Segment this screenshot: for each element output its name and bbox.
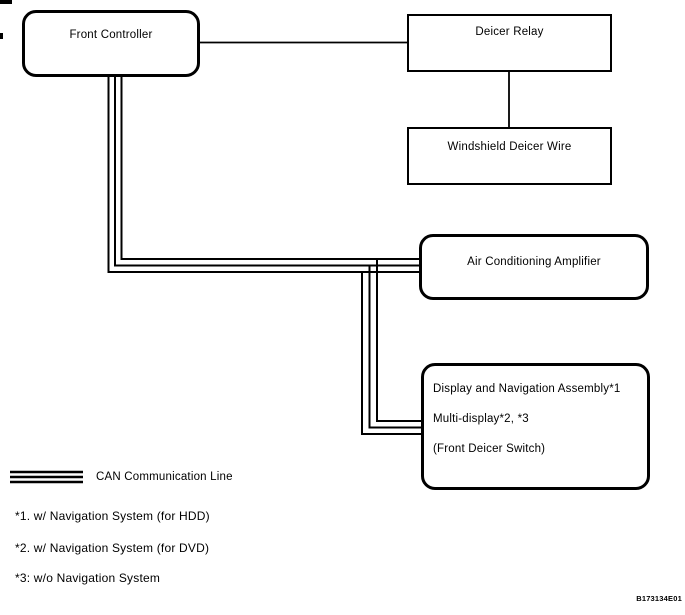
footnote-3: *3: w/o Navigation System [15, 571, 161, 585]
can-line-legend-symbol [10, 470, 83, 484]
front-controller-box: Front Controller [22, 10, 200, 77]
can-line-middle [114, 76, 420, 267]
can-branch-middle [368, 265, 422, 429]
display-assembly-label-line1: Display and Navigation Assembly*1 [433, 383, 621, 395]
display-assembly-label-line2: Multi-display*2, *3 [433, 413, 529, 425]
can-branch-inner [376, 259, 422, 422]
deicer-relay-label: Deicer Relay [475, 26, 544, 38]
can-line-outer [107, 76, 420, 273]
deicer-relay-box: Deicer Relay [407, 14, 612, 72]
can-branch-outer [361, 272, 422, 435]
air-conditioning-amplifier-box: Air Conditioning Amplifier [419, 234, 649, 300]
air-conditioning-amplifier-label: Air Conditioning Amplifier [467, 256, 601, 268]
scan-artifact [0, 0, 12, 4]
windshield-deicer-wire-box: Windshield Deicer Wire [407, 127, 612, 185]
display-assembly-label-line3: (Front Deicer Switch) [433, 443, 546, 455]
scan-artifact [0, 33, 3, 39]
footnote-1: *1. w/ Navigation System (for HDD) [15, 509, 210, 523]
footnote-2: *2. w/ Navigation System (for DVD) [15, 541, 210, 555]
windshield-deicer-wire-label: Windshield Deicer Wire [447, 141, 572, 153]
figure-id: B173134E01 [636, 594, 682, 603]
can-line-inner [120, 76, 420, 260]
display-navigation-assembly-box: Display and Navigation Assembly*1 Multi-… [421, 363, 650, 490]
can-legend-label: CAN Communication Line [96, 471, 233, 483]
front-controller-label: Front Controller [69, 29, 153, 41]
can-bus-lines [107, 76, 422, 435]
